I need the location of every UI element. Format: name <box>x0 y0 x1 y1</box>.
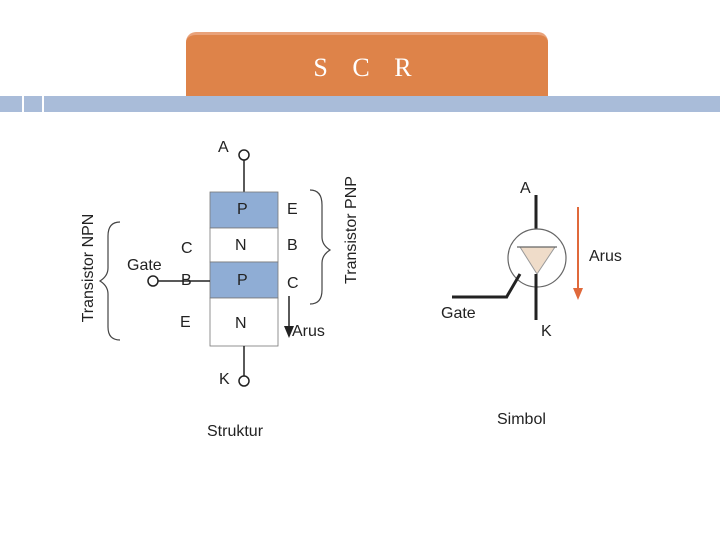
layer-n-mid <box>209 227 279 263</box>
pnp-brace <box>309 189 332 305</box>
symbol-anode-label: A <box>520 180 531 197</box>
layer-label-2: N <box>235 237 247 254</box>
page-title: S C R <box>313 53 421 82</box>
npn-label: Transistor NPN <box>80 213 97 323</box>
bar-divider <box>42 96 44 112</box>
symbol-gate-diagonal <box>504 273 522 299</box>
header-bar <box>0 96 720 112</box>
pnp-terminal-e: E <box>287 201 298 218</box>
cathode-terminal <box>238 375 250 387</box>
anode-terminal <box>238 149 250 161</box>
npn-terminal-b: B <box>181 272 192 289</box>
structure-caption: Struktur <box>207 423 264 440</box>
pnp-label: Transistor PNP <box>343 176 360 284</box>
layer-label-3: P <box>237 272 248 289</box>
structure-cathode-label: K <box>219 371 230 388</box>
symbol-current-label: Arus <box>589 248 622 265</box>
pnp-terminal-c: C <box>287 275 299 292</box>
layer-n-bottom <box>209 297 279 347</box>
pnp-terminal-b: B <box>287 237 298 254</box>
bar-divider <box>22 96 24 112</box>
npn-brace <box>98 221 121 341</box>
structure-current-label: Arus <box>292 323 325 340</box>
structure-gate-label: Gate <box>127 257 162 274</box>
symbol-gate-label: Gate <box>441 305 476 322</box>
symbol-cathode-label: K <box>541 323 552 340</box>
layer-label-4: N <box>235 315 247 332</box>
gate-terminal <box>147 275 159 287</box>
npn-terminal-c: C <box>181 240 193 257</box>
symbol-caption: Simbol <box>497 411 546 428</box>
npn-terminal-e: E <box>180 314 191 331</box>
structure-anode-label: A <box>218 139 229 156</box>
layer-label-1: P <box>237 201 248 218</box>
symbol-current-arrowhead <box>573 288 583 300</box>
structure-current-arrowhead <box>284 326 294 338</box>
layer-p-mid <box>209 261 279 299</box>
